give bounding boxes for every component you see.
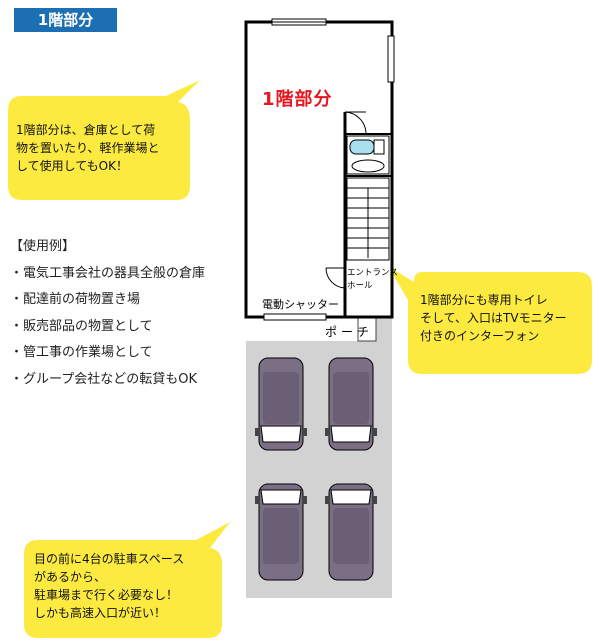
callout-top-left: 1階部分は、倉庫として荷 物を置いたり、軽作業場と して使用してもOK！ (16, 121, 184, 175)
callout-line: 駐車場まで行く必要なし！ (34, 588, 179, 602)
entrance-door (325, 267, 346, 289)
shutter (263, 313, 327, 321)
callout-line: があるから、 (34, 570, 107, 584)
callout-bottom: 目の前に4台の駐車スペース があるから、 駐車場まで行く必要なし！ しかも高速入… (34, 550, 214, 622)
usage-heading: 【使用例】 (10, 239, 76, 254)
usage-item: ・配達前の荷物置き場 (10, 292, 141, 307)
toilet-door (344, 111, 367, 134)
callout-line: しかも高速入口が近い！ (34, 606, 167, 620)
stair-steps (347, 187, 389, 258)
callout-line: 付きのインターフォン (420, 329, 540, 343)
shutter-label: 電動シャッター (262, 297, 339, 311)
usage-item: ・管工事の作業場として (10, 345, 153, 360)
window-right (387, 35, 395, 83)
usage-list: 【使用例】 ・電気工事会社の器具全般の倉庫 ・配達前の荷物置き場 ・販売部品の物… (10, 234, 205, 393)
callout-bubble-bottom (24, 522, 230, 638)
plan-title: 1階部分 (262, 89, 333, 110)
toilet-icon (373, 139, 385, 155)
porch-label: ポーチ (325, 325, 373, 339)
callout-line: 物を置いたり、軽作業場と (16, 141, 160, 155)
callout-line: して使用してもOK！ (16, 159, 128, 173)
callout-right: 1階部分にも専用トイレ そして、入口はTVモニター 付きのインターフォン (420, 291, 590, 345)
car-1 (255, 357, 307, 451)
entrance-label-line2: ホール (347, 281, 373, 291)
floor-badge: 1階部分 (14, 8, 117, 32)
callout-bubble-top-left (8, 80, 200, 200)
callout-line: 1階部分は、倉庫として荷 (16, 123, 156, 137)
callout-line: そして、入口はTVモニター (420, 311, 567, 325)
callout-line: 目の前に4台の駐車スペース (34, 552, 185, 566)
car-2 (325, 357, 377, 451)
entrance-label-line1: エントランス (347, 268, 398, 278)
usage-item: ・電気工事会社の器具全般の倉庫 (10, 265, 206, 281)
car-3 (255, 483, 307, 581)
car-4 (325, 483, 377, 581)
usage-item: ・グループ会社などの転貸もOK (10, 371, 197, 387)
porch-area (246, 317, 376, 341)
usage-item: ・販売部品の物置として (10, 318, 153, 334)
callout-bubble-right (388, 266, 592, 374)
callout-line: 1階部分にも専用トイレ (420, 293, 548, 307)
